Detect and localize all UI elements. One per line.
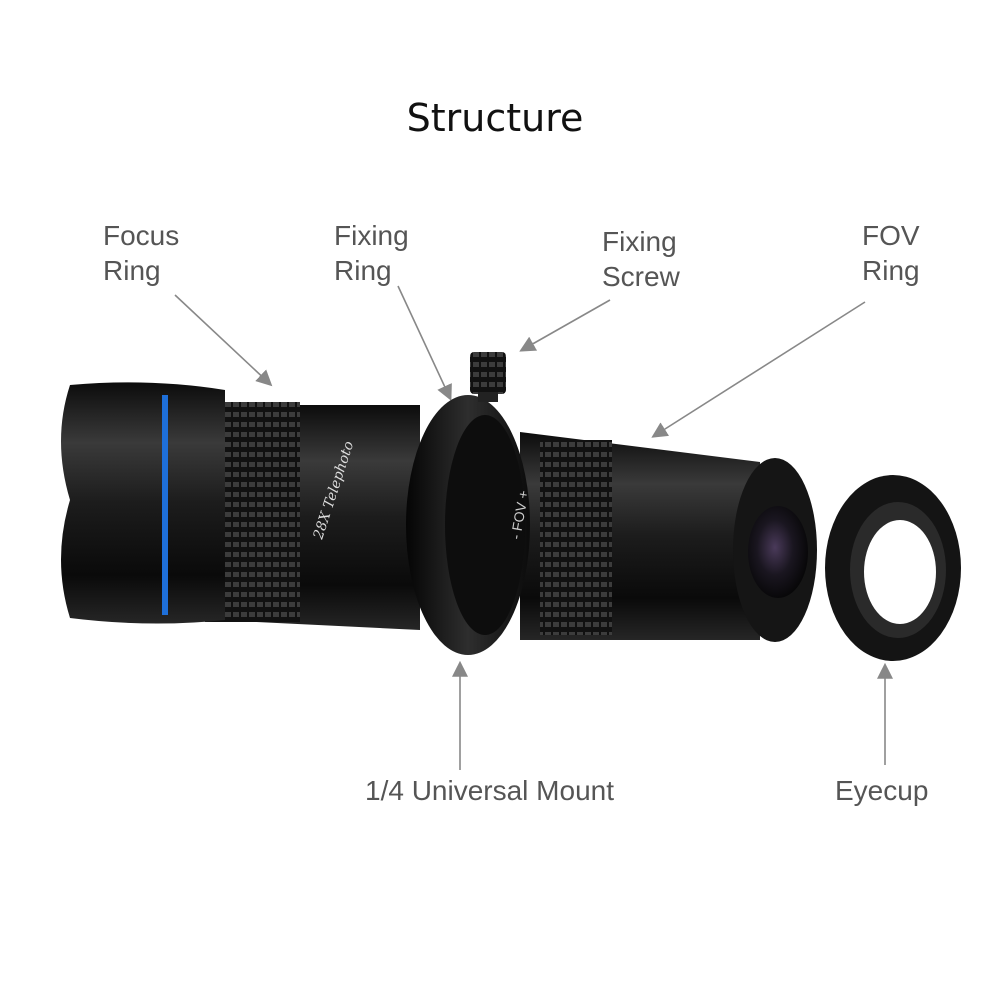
- arrow-fixing-screw: [519, 299, 611, 352]
- page-title: Structure: [406, 96, 584, 140]
- label-fixing-ring: Fixing Ring: [334, 220, 409, 286]
- arrow-fov-ring: [651, 301, 866, 438]
- eyepiece-glass: [748, 506, 808, 598]
- eyecup: [825, 475, 961, 661]
- fov-ring: [540, 440, 612, 635]
- label-fov-ring: FOV Ring: [862, 220, 920, 286]
- fixing-ring: - FOV +: [406, 352, 532, 655]
- rear-barrel: [520, 432, 817, 642]
- label-fixing-screw: Fixing Screw: [602, 226, 680, 292]
- lens-hood: [61, 382, 225, 624]
- label-focus-ring: Focus Ring: [103, 220, 180, 286]
- fixing-screw[interactable]: [470, 352, 506, 394]
- arrow-fixing-ring: [397, 285, 452, 401]
- label-universal-mount: 1/4 Universal Mount: [365, 775, 615, 806]
- front-body: 28X Telephoto: [61, 382, 420, 630]
- arrow-focus-ring: [174, 294, 273, 387]
- label-eyecup: Eyecup: [835, 775, 929, 806]
